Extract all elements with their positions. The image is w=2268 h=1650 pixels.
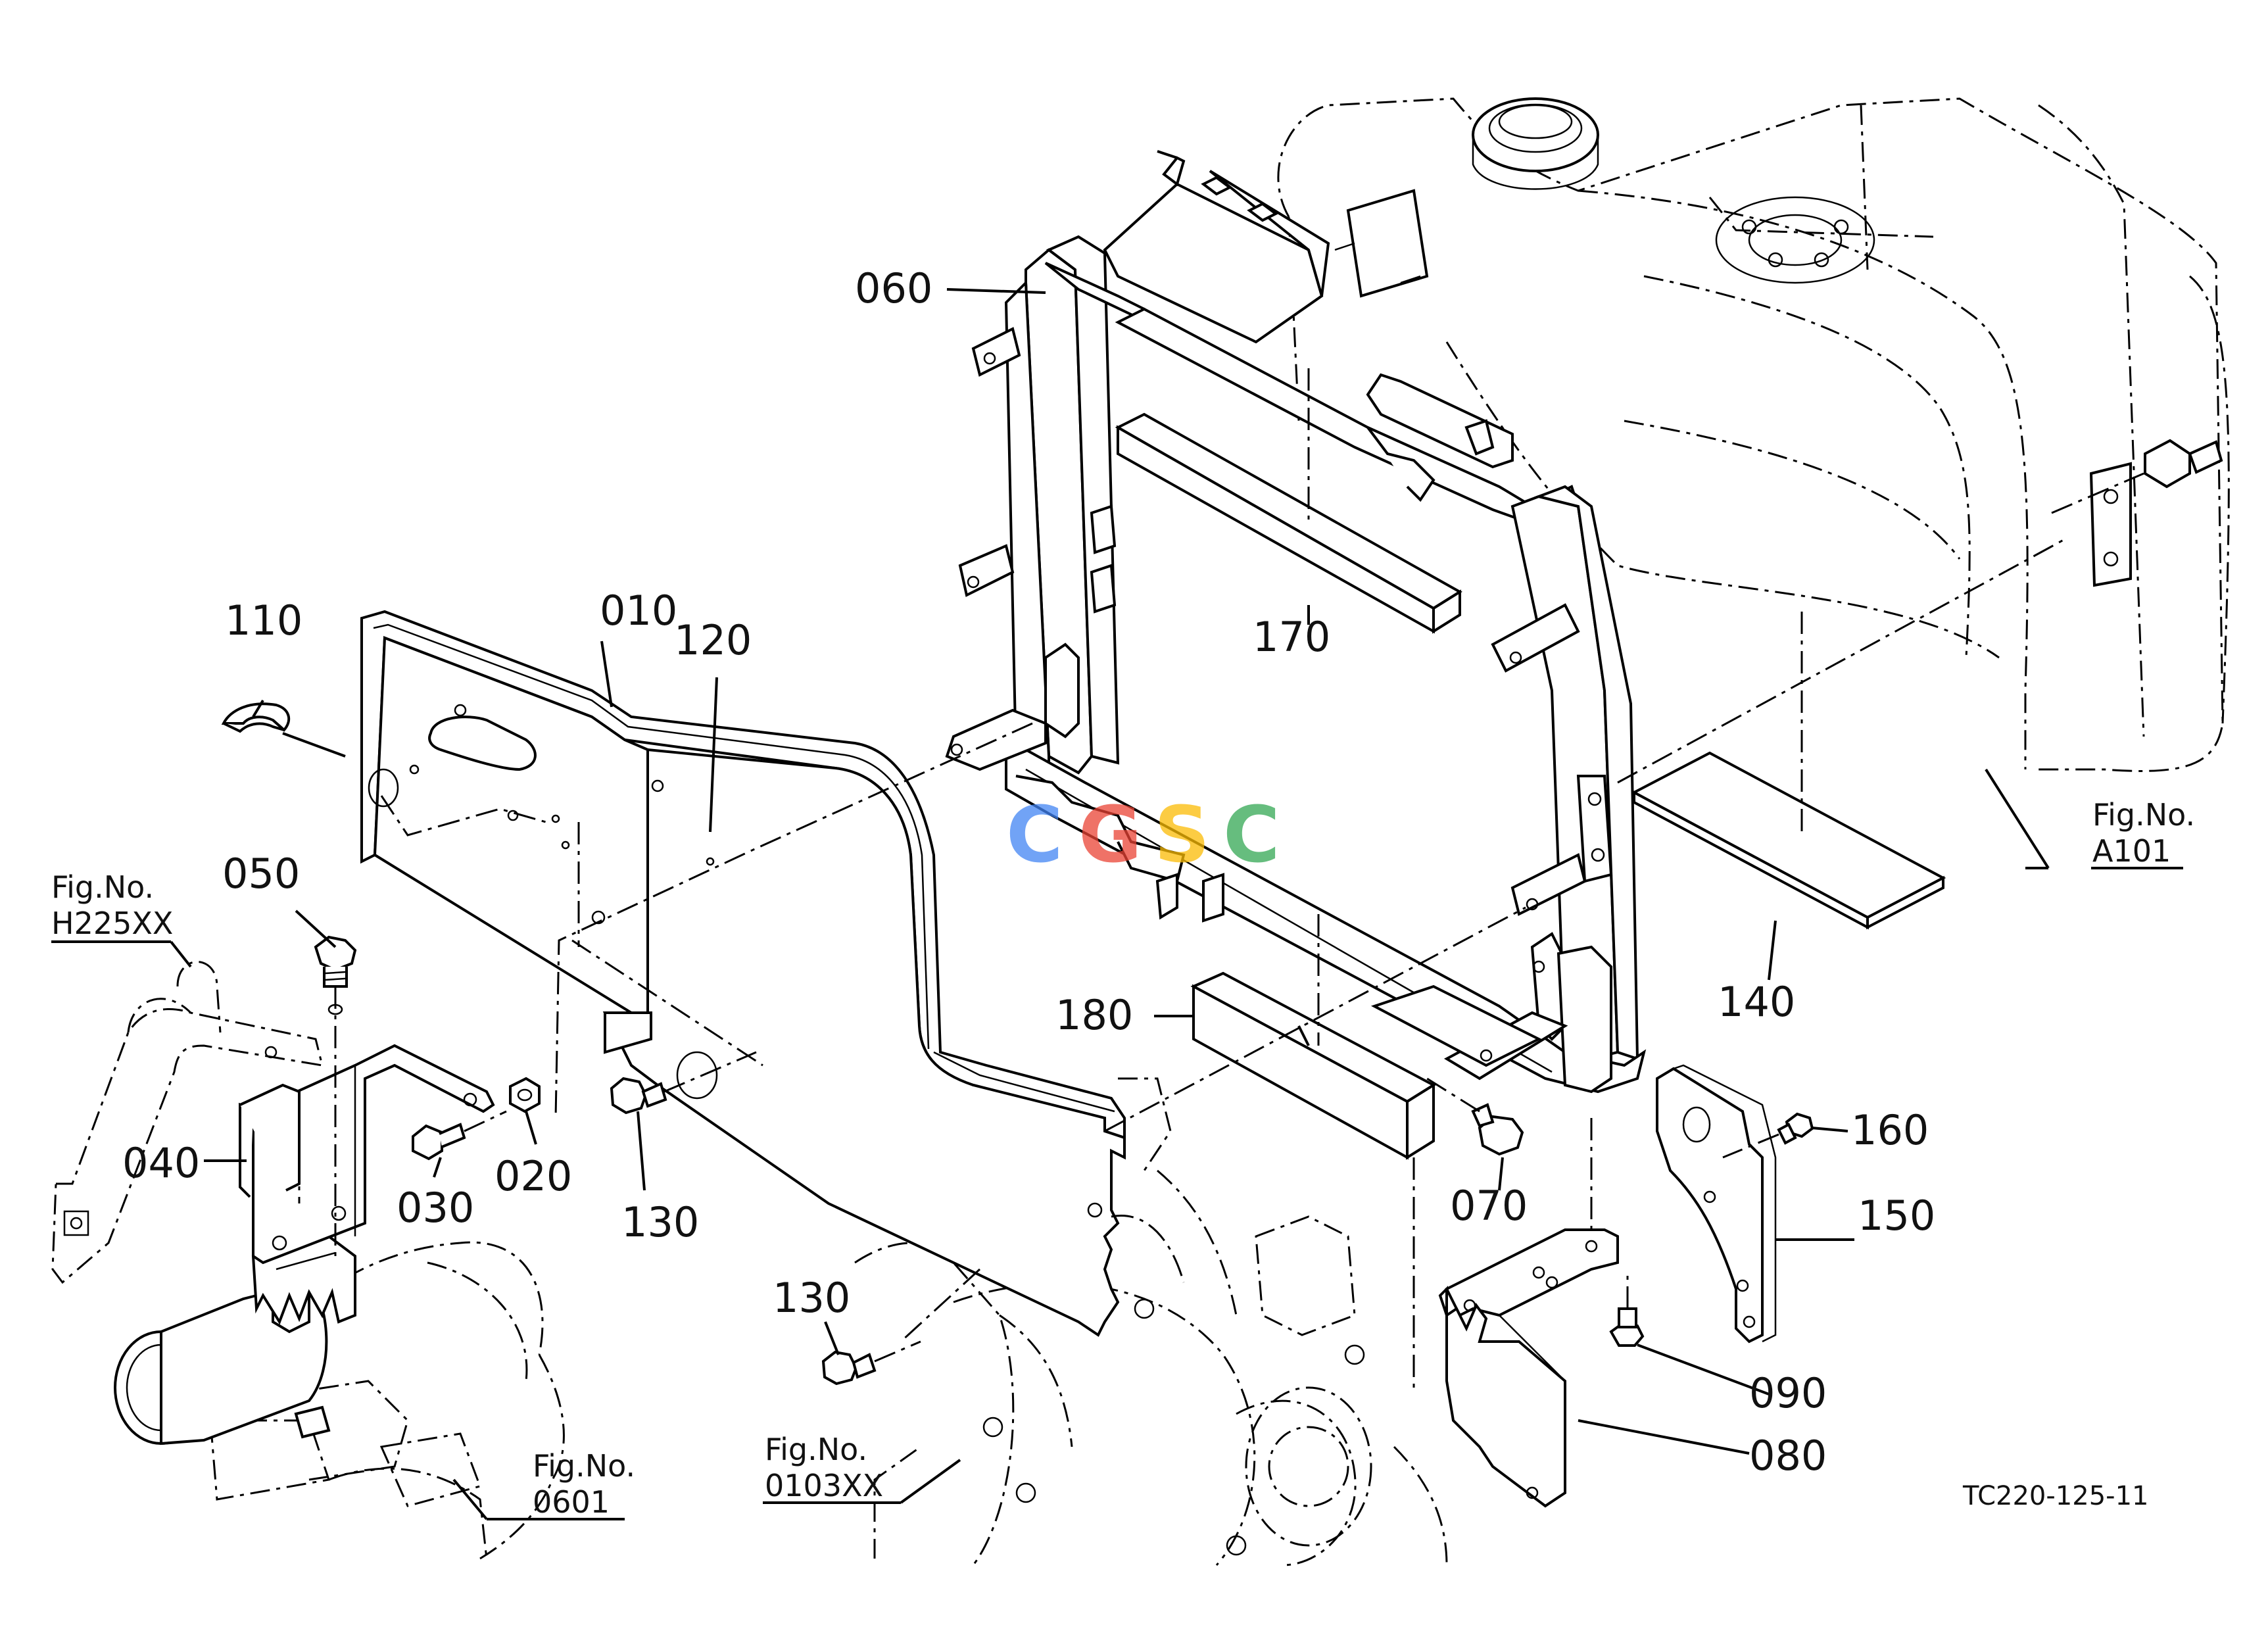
callout-010: 010	[600, 587, 677, 635]
part-170-strip	[1115, 368, 1462, 634]
fig-ref-h225-code: H225XX	[51, 906, 173, 941]
callout-170: 170	[1253, 613, 1330, 661]
callout-130-upper: 130	[621, 1198, 699, 1246]
h225-bracket-phantom	[51, 961, 324, 1284]
assembly-centerlines	[554, 472, 2144, 1343]
watermark-letter-4: C	[1223, 789, 1280, 880]
fuel-tank-phantom	[1277, 97, 2230, 772]
callout-130-lower: 130	[773, 1274, 850, 1322]
callout-160: 160	[1851, 1106, 1929, 1154]
callout-070: 070	[1450, 1182, 1528, 1230]
part-140-pad	[1631, 612, 1946, 930]
callout-030: 030	[397, 1184, 474, 1232]
callout-180: 180	[1055, 991, 1133, 1039]
callout-120: 120	[674, 616, 752, 664]
part-020-nut	[509, 1077, 541, 1113]
part-090-bolt	[1609, 1269, 1645, 1347]
part-040-bracket	[239, 1044, 495, 1265]
part-050-bolt	[314, 935, 357, 1263]
muffler-part	[114, 1234, 356, 1445]
part-160-bolt	[1722, 1112, 1814, 1159]
part-060-frame	[945, 150, 1647, 1094]
callout-050: 050	[222, 850, 300, 898]
callout-090: 090	[1749, 1369, 1827, 1417]
part-030-bolt	[412, 1110, 507, 1161]
fig-ref-0103-title: Fig.No.	[765, 1432, 867, 1467]
callout-020: 020	[495, 1152, 572, 1200]
part-010-shroud	[360, 610, 1126, 1140]
part-080-stay	[1438, 1118, 1619, 1508]
leader-lines	[51, 288, 2183, 1520]
figure-references: Fig.No. H225XX Fig.No. A101 Fig.No. 0601…	[51, 797, 2195, 1520]
fig-ref-a101-code: A101	[2092, 833, 2171, 869]
callout-labels: 010 020 030 040 050 060 070 080 090 110 …	[122, 264, 1935, 1480]
callout-140: 140	[1718, 978, 1795, 1026]
callout-150: 150	[1858, 1192, 1935, 1240]
fig-ref-0601-title: Fig.No.	[533, 1448, 635, 1484]
fig-ref-0601-code: 0601	[533, 1484, 610, 1520]
exhaust-manifold-phantom	[209, 1241, 565, 1560]
callout-080: 080	[1749, 1432, 1827, 1480]
callout-110: 110	[225, 596, 302, 644]
part-110-clip	[221, 702, 291, 733]
cgsc-watermark-logo: C G S C	[1006, 789, 1280, 880]
part-180-block	[1190, 914, 1436, 1394]
part-150-plate	[1656, 1064, 1777, 1344]
part-070-bolt	[1426, 1077, 1524, 1156]
callout-060: 060	[855, 264, 932, 312]
part-130-bolt-upper	[610, 1051, 757, 1115]
fig-ref-h225-title: Fig.No.	[51, 869, 154, 905]
drawing-code: TC220-125-11	[1962, 1481, 2148, 1511]
watermark-letter-1: C	[1006, 789, 1063, 880]
fig-ref-a101-title: Fig.No.	[2092, 797, 2195, 833]
fig-ref-0103-code: 0103XX	[765, 1468, 883, 1503]
callout-040: 040	[122, 1139, 200, 1187]
watermark-letter-3: S	[1154, 789, 1210, 880]
watermark-letter-2: G	[1078, 789, 1142, 880]
part-130-bolt-lower	[821, 1340, 921, 1386]
